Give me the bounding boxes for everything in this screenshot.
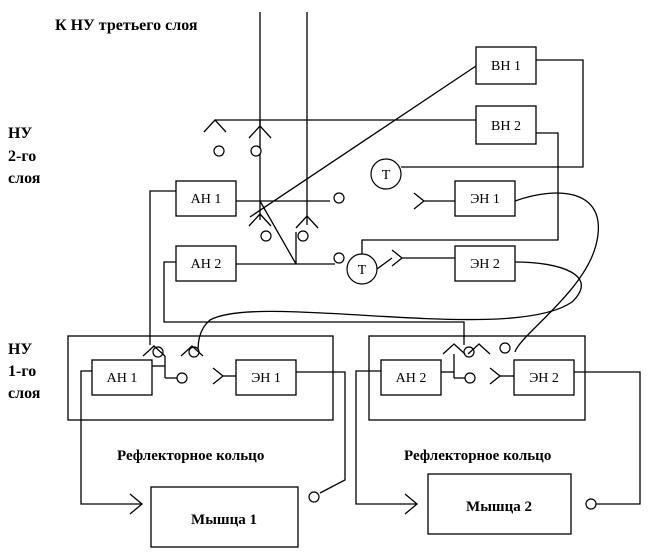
svg-text:ЭН 2: ЭН 2: [470, 257, 500, 272]
upper-wiring: [149, 59, 599, 353]
svg-text:АН 2: АН 2: [396, 371, 427, 386]
block-en2-bottom: ЭН 2: [513, 359, 575, 396]
svg-text:слоя: слоя: [8, 170, 41, 187]
reflex-ring-left-label: Рефлекторное кольцо: [117, 448, 264, 464]
svg-text:ЭН 1: ЭН 1: [470, 192, 500, 207]
t-node-lower: Т: [346, 253, 378, 285]
block-en1-top: ЭН 1: [454, 180, 516, 217]
muscle-2-block: Мышца 2: [427, 473, 572, 535]
block-an2-bottom: АН 2: [380, 359, 442, 396]
t-node-upper: Т: [370, 158, 402, 190]
svg-text:ЭН 2: ЭН 2: [529, 371, 559, 386]
svg-text:слоя: слоя: [8, 385, 41, 402]
block-vn1: ВН 1: [475, 46, 537, 85]
svg-text:Т: Т: [382, 168, 391, 183]
svg-text:Т: Т: [358, 263, 367, 278]
reflex-ring-right-frame: [368, 335, 586, 421]
svg-text:ЭН 1: ЭН 1: [251, 371, 281, 386]
svg-text:ВН 2: ВН 2: [491, 119, 521, 134]
svg-text:АН 2: АН 2: [191, 257, 222, 272]
svg-text:НУ: НУ: [8, 341, 32, 358]
reflex-ring-left-frame: [67, 335, 334, 421]
reflex-ring-right-label: Рефлекторное кольцо: [404, 448, 551, 464]
block-an1-top: АН 1: [175, 180, 237, 217]
svg-text:Мышца 1: Мышца 1: [191, 512, 257, 528]
svg-text:АН 1: АН 1: [191, 192, 222, 207]
block-an1-bottom: АН 1: [91, 359, 153, 396]
svg-text:1-го: 1-го: [8, 363, 36, 380]
top-layer-label: К НУ третьего слоя: [55, 17, 198, 34]
block-en1-bottom: ЭН 1: [235, 359, 297, 396]
block-an2-top: АН 2: [175, 245, 237, 282]
muscle-1-block: Мышца 1: [150, 486, 299, 548]
layer2-label: НУ 2-го слоя: [8, 125, 41, 187]
svg-text:АН 1: АН 1: [107, 371, 138, 386]
lower-wiring: [80, 343, 641, 515]
svg-text:Мышца 2: Мышца 2: [466, 499, 532, 515]
layer1-label: НУ 1-го слоя: [8, 341, 41, 402]
block-en2-top: ЭН 2: [454, 245, 516, 282]
svg-text:НУ: НУ: [8, 125, 32, 142]
synapse-circles: [152, 145, 597, 510]
svg-text:2-го: 2-го: [8, 148, 36, 165]
svg-text:ВН 1: ВН 1: [491, 59, 521, 74]
block-vn2: ВН 2: [475, 105, 537, 145]
